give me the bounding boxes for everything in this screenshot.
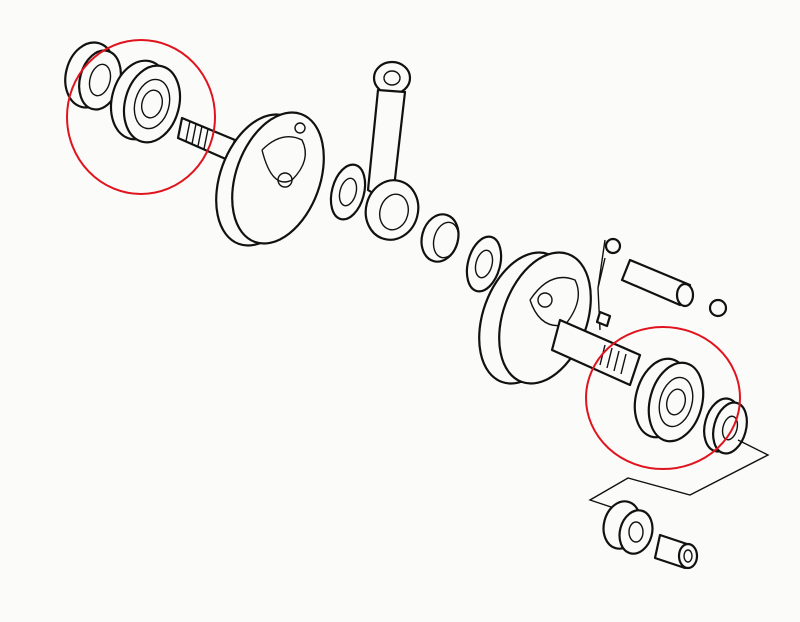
left-crank-half <box>215 111 325 247</box>
connecting-rod <box>364 60 420 241</box>
needle-bearing <box>420 213 460 263</box>
highlight-circle-right <box>585 326 741 470</box>
crank-pin <box>597 237 728 331</box>
right-shaft <box>550 318 642 387</box>
woodruff-key <box>595 310 612 328</box>
left-main-bearing <box>109 59 182 144</box>
highlight-circle-left <box>66 39 216 195</box>
sprocket-nut <box>653 533 699 570</box>
big-end-thrust-washer-2 <box>465 235 503 293</box>
drive-sprocket <box>602 500 654 555</box>
right-oil-seal <box>703 397 748 455</box>
leader-line <box>588 439 770 521</box>
big-end-thrust-washer <box>329 163 367 221</box>
right-main-bearing <box>633 357 705 443</box>
